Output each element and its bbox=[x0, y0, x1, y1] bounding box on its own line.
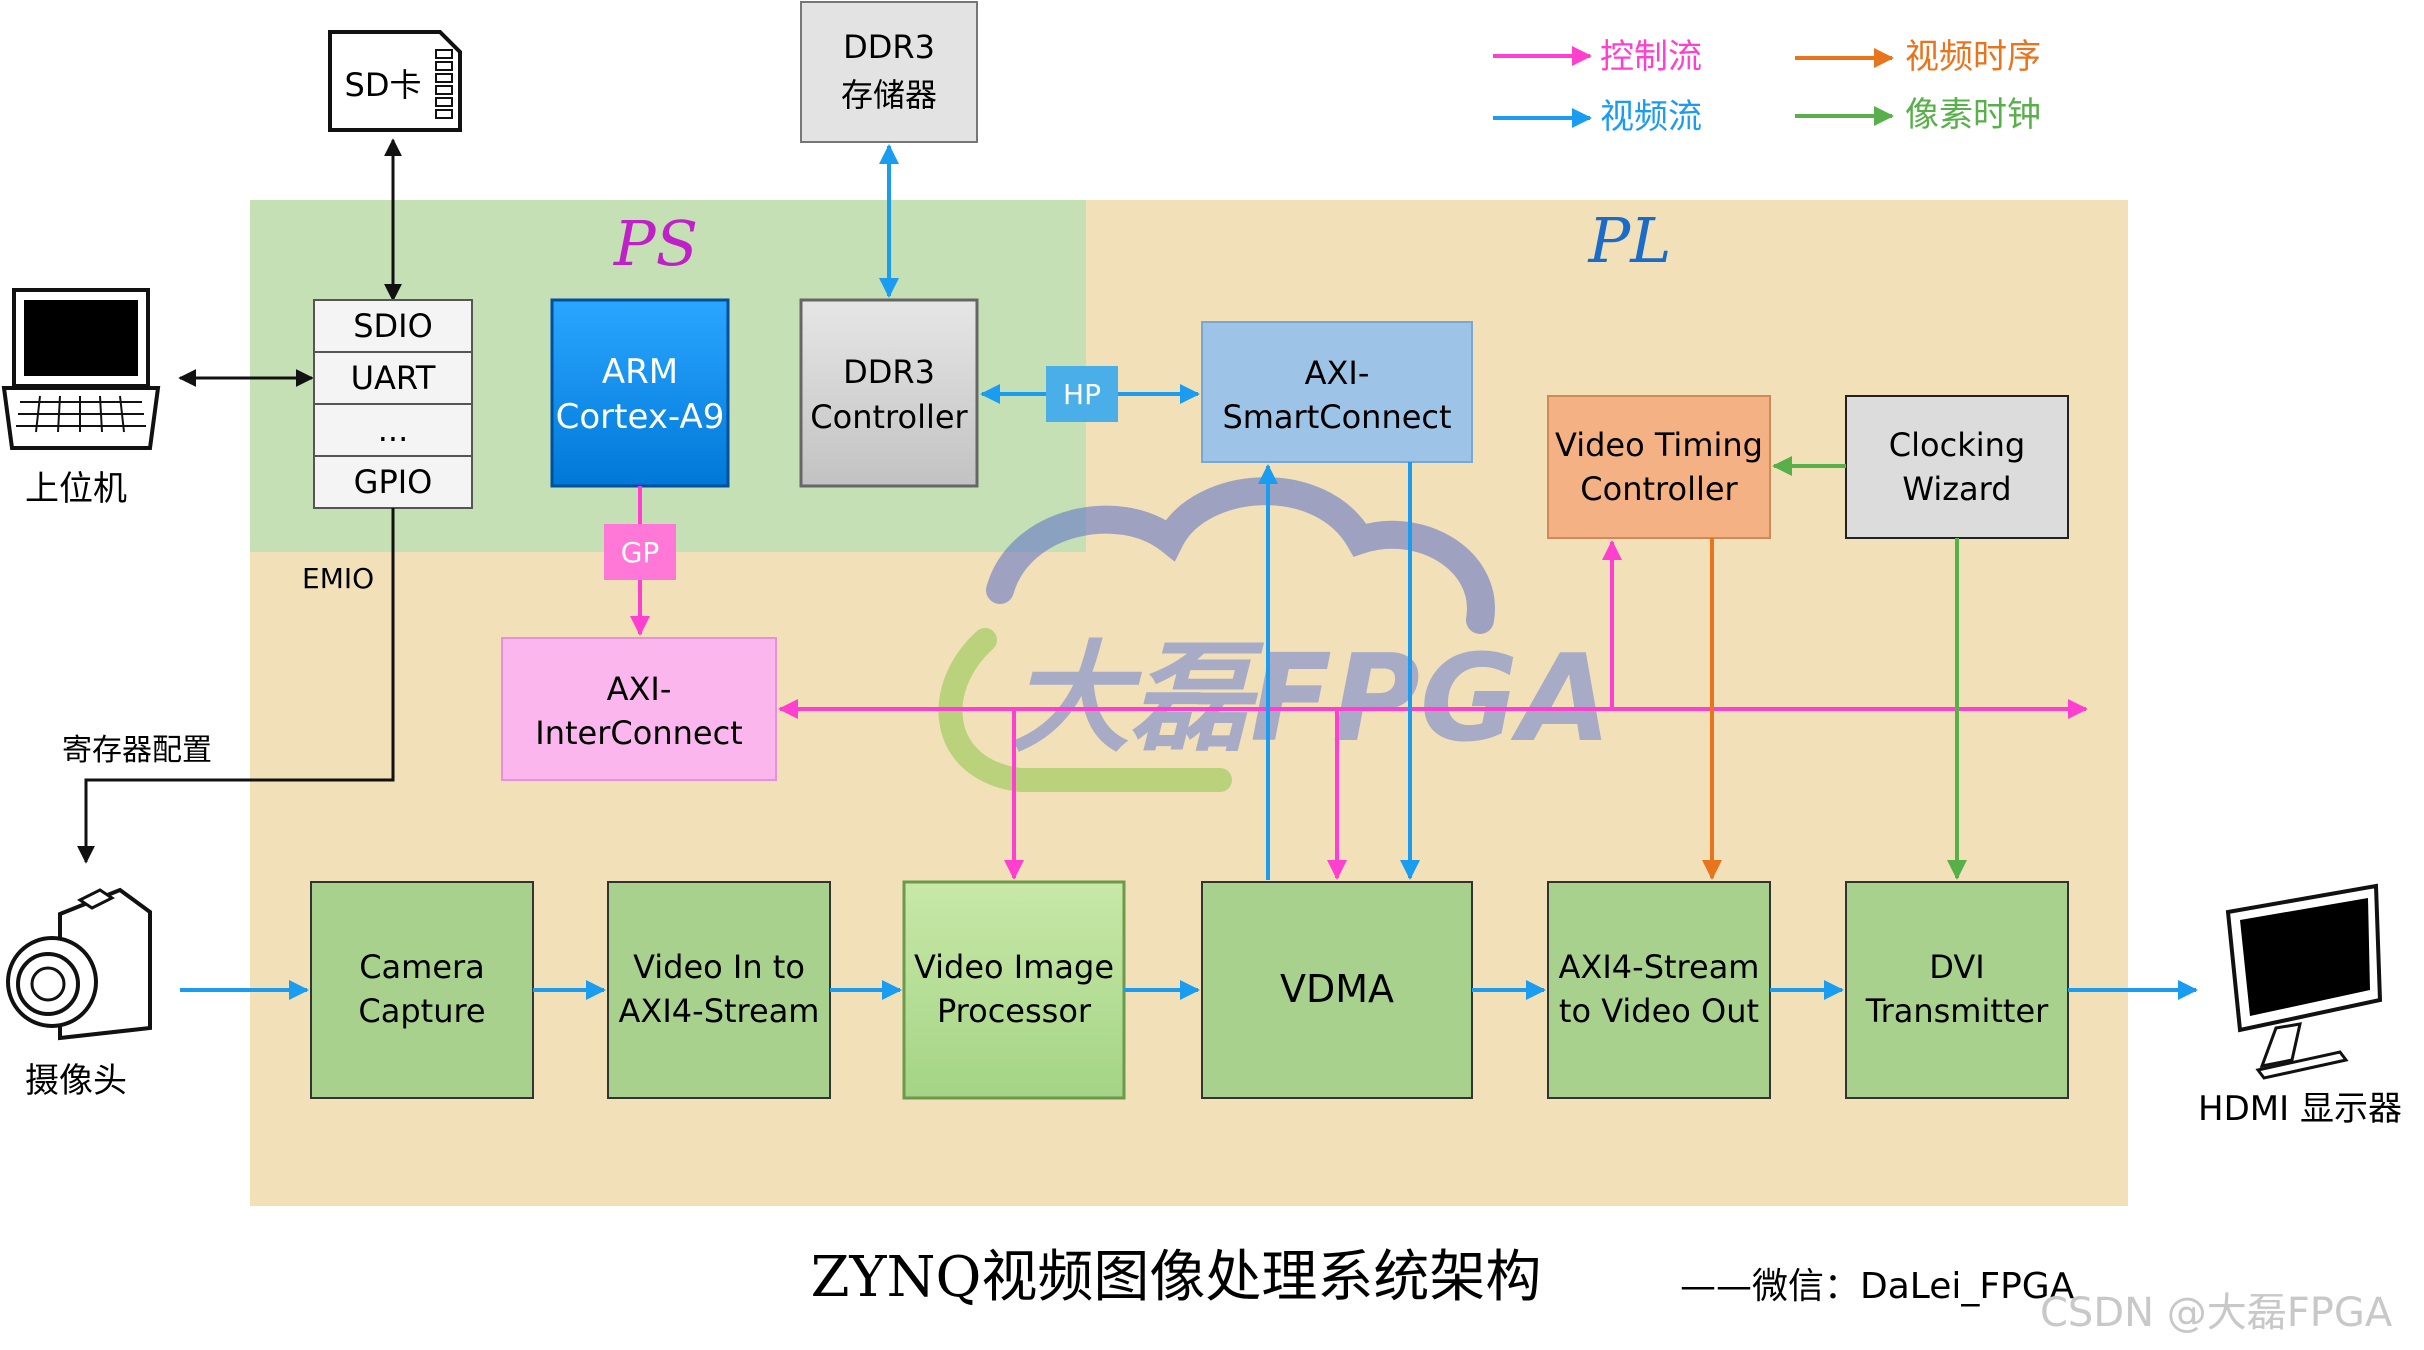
diagram-title: ZYNQ视频图像处理系统架构 bbox=[811, 1245, 1542, 1310]
smartconnect-label-2: SmartConnect bbox=[1222, 398, 1451, 436]
video-in-block[interactable] bbox=[607, 881, 831, 1099]
camera-capture-block[interactable] bbox=[310, 881, 534, 1099]
vip-label-1: Video Image bbox=[914, 948, 1114, 986]
dvi-label-2: Transmitter bbox=[1865, 992, 2049, 1030]
ellipsis-cell bbox=[313, 403, 473, 457]
credit-text: ——微信：DaLei_FPGA bbox=[1680, 1266, 2075, 1307]
camera-label: 摄像头 bbox=[25, 1061, 127, 1101]
arm-label-1: ARM bbox=[602, 352, 678, 392]
clk-label-2: Wizard bbox=[1902, 470, 2011, 508]
hdmi-display-label: HDMI 显示器 bbox=[2198, 1089, 2402, 1129]
sd-card-label: SD卡 bbox=[345, 66, 422, 104]
clocking-wizard-block[interactable] bbox=[1845, 395, 2069, 539]
csdn-watermark: CSDN @大磊FPGA bbox=[2040, 1290, 2393, 1336]
ddr3-controller-label-1: DDR3 bbox=[843, 353, 935, 391]
legend-pixel-clock: 像素时钟 bbox=[1905, 95, 2041, 135]
dvi-label-1: DVI bbox=[1929, 948, 1984, 986]
interconnect-label-2: InterConnect bbox=[535, 714, 742, 752]
camera-icon bbox=[6, 887, 152, 1041]
axi-interconnect-block[interactable] bbox=[501, 637, 777, 781]
smartconnect-label-1: AXI- bbox=[1305, 354, 1370, 392]
axi-smartconnect-block[interactable] bbox=[1201, 321, 1473, 463]
hp-label: HP bbox=[1063, 378, 1101, 411]
register-config-label: 寄存器配置 bbox=[62, 733, 212, 768]
vtc-label-2: Controller bbox=[1580, 470, 1738, 508]
ddr3-memory-label-1: DDR3 bbox=[843, 28, 935, 66]
gp-label: GP bbox=[621, 536, 660, 569]
video-timing-controller-block[interactable] bbox=[1547, 395, 1771, 539]
pl-label: PL bbox=[1588, 204, 1672, 277]
ddr3-controller-label-2: Controller bbox=[810, 398, 968, 436]
sdio-label: SDIO bbox=[353, 307, 433, 345]
ps-label: PS bbox=[613, 207, 698, 280]
axi4-stream-to-video-out-block[interactable] bbox=[1547, 881, 1771, 1099]
vip-label-2: Processor bbox=[937, 992, 1092, 1030]
sdio-cell[interactable] bbox=[313, 299, 473, 353]
legend: 控制流 视频时序 视频流 像素时钟 bbox=[1493, 37, 2041, 137]
legend-control-flow: 控制流 bbox=[1600, 37, 1702, 77]
ddr3-memory-block[interactable] bbox=[800, 1, 978, 143]
sd-card-icon bbox=[328, 30, 462, 132]
peripheral-stack bbox=[313, 299, 473, 509]
arm-cortex-a9-block[interactable] bbox=[550, 298, 730, 488]
gp-port bbox=[604, 524, 676, 580]
interconnect-label-1: AXI- bbox=[607, 670, 672, 708]
cam-cap-label-2: Capture bbox=[358, 992, 485, 1030]
vtc-label-1: Video Timing bbox=[1555, 426, 1763, 464]
clk-label-1: Clocking bbox=[1889, 426, 2025, 464]
cam-cap-label-1: Camera bbox=[359, 948, 485, 986]
video-image-processor-block[interactable] bbox=[902, 880, 1126, 1100]
stream-out-label-1: AXI4-Stream bbox=[1559, 948, 1760, 986]
gpio-cell[interactable] bbox=[313, 455, 473, 509]
host-pc-label: 上位机 bbox=[25, 469, 127, 509]
vdma-label: VDMA bbox=[1280, 967, 1394, 1011]
vdma-block[interactable] bbox=[1201, 881, 1473, 1099]
ellipsis-label: ... bbox=[378, 411, 409, 449]
dvi-transmitter-block[interactable] bbox=[1845, 881, 2069, 1099]
legend-video-timing: 视频时序 bbox=[1905, 37, 2041, 77]
arm-label-2: Cortex-A9 bbox=[556, 397, 725, 437]
vid-in-label-2: AXI4-Stream bbox=[619, 992, 820, 1030]
stream-out-label-2: to Video Out bbox=[1559, 992, 1759, 1030]
ddr3-controller-block[interactable] bbox=[799, 298, 979, 488]
gpio-label: GPIO bbox=[354, 463, 433, 501]
legend-video-flow: 视频流 bbox=[1600, 97, 1702, 137]
hp-port bbox=[1046, 366, 1118, 422]
vid-in-label-1: Video In to bbox=[633, 948, 805, 986]
uart-label: UART bbox=[351, 359, 436, 397]
laptop-icon bbox=[1, 288, 161, 450]
uart-cell[interactable] bbox=[313, 351, 473, 405]
logo-text: 大磊FPGA bbox=[1010, 630, 1611, 769]
emio-label: EMIO bbox=[302, 562, 374, 595]
register-config-link bbox=[77, 508, 395, 864]
ddr3-memory-label-2: 存储器 bbox=[841, 76, 937, 114]
monitor-icon bbox=[2225, 883, 2383, 1080]
